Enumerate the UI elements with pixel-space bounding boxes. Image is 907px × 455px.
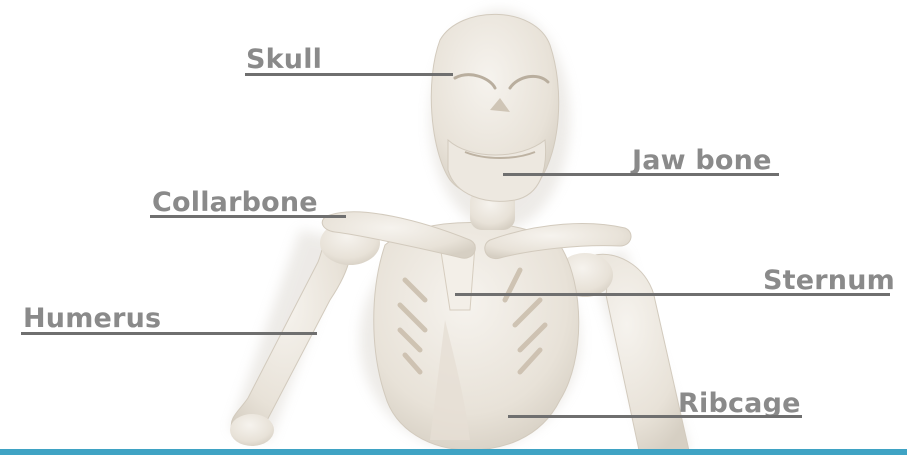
humerus-label: Humerus [23, 305, 161, 332]
humerus-leader-line [21, 332, 317, 335]
jaw-bone-leader-line [503, 173, 779, 176]
sternum-label: Sternum [763, 267, 895, 294]
jaw-bone-label: Jaw bone [632, 147, 772, 174]
collarbone-label: Collarbone [152, 189, 318, 216]
skull-leader-line [245, 73, 453, 76]
collarbone-leader-line [150, 215, 346, 218]
ribcage-label: Ribcage [678, 390, 801, 417]
bottom-accent-bar [0, 449, 907, 455]
ribcage-leader-line [508, 415, 802, 418]
sternum-leader-line [455, 293, 890, 296]
skull-label: Skull [246, 46, 322, 73]
